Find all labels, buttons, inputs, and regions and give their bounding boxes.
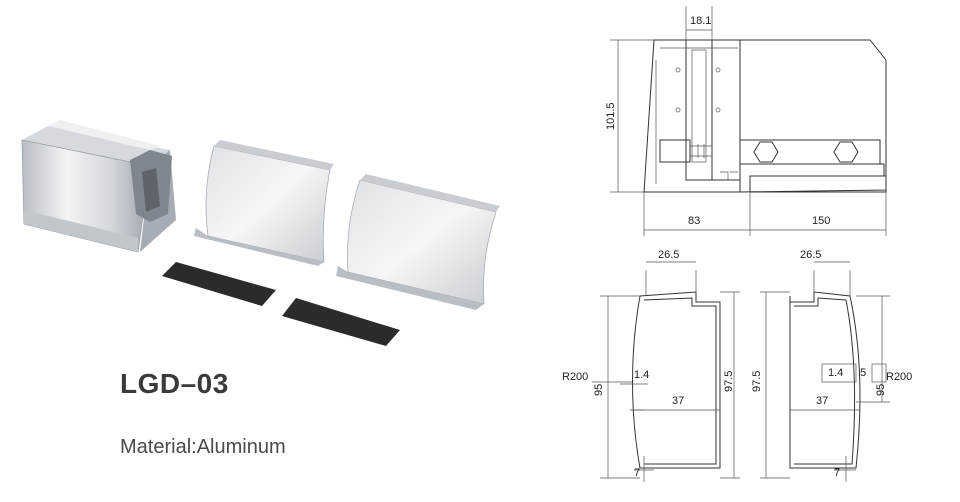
cover-plate-2 — [336, 174, 500, 310]
sec-left-dim-right-h: 97.5 — [723, 371, 735, 392]
technical-drawing: 18.1 101.5 83 150 26.5 95 97.5 R200 1.4 … — [562, 6, 912, 482]
sec-right-dim-small: 5 — [860, 367, 866, 379]
sec-right-dim-inner: 37 — [816, 395, 828, 407]
dim-width-top: 18.1 — [690, 15, 711, 27]
cover-plate-1 — [194, 140, 334, 266]
sec-left-dim-left-h: 95 — [593, 384, 605, 396]
dim-height: 101.5 — [605, 102, 617, 130]
assembly-view: 18.1 101.5 83 150 — [605, 6, 887, 236]
sec-left-dim-bottom: 7 — [634, 467, 640, 479]
section-right: 26.5 97.5 95 1.4 5 R200 37 7 — [751, 249, 912, 482]
product-material: Material:Aluminum — [120, 436, 286, 458]
sec-right-dim-left-h: 97.5 — [751, 371, 763, 392]
rubber-gasket-2 — [282, 298, 400, 346]
sec-right-dim-gap: 1.4 — [828, 367, 843, 379]
product-photo — [21, 120, 500, 346]
dim-right: 150 — [812, 215, 830, 227]
sec-right-dim-radius: R200 — [886, 371, 912, 383]
sec-right-dim-top: 26.5 — [800, 249, 821, 261]
sec-left-dim-radius: R200 — [562, 371, 588, 383]
dim-left: 83 — [688, 215, 700, 227]
rubber-gasket-1 — [162, 262, 276, 306]
aluminum-profile — [21, 120, 176, 253]
product-model: LGD–03 — [120, 368, 229, 399]
sec-right-dim-right-h: 95 — [875, 384, 887, 396]
section-left: 26.5 95 97.5 R200 1.4 37 7 — [562, 249, 740, 482]
sec-left-dim-top: 26.5 — [658, 249, 679, 261]
sec-right-dim-bottom: 7 — [834, 467, 840, 479]
sec-left-dim-inner: 37 — [672, 395, 684, 407]
sec-left-dim-gap: 1.4 — [634, 369, 649, 381]
